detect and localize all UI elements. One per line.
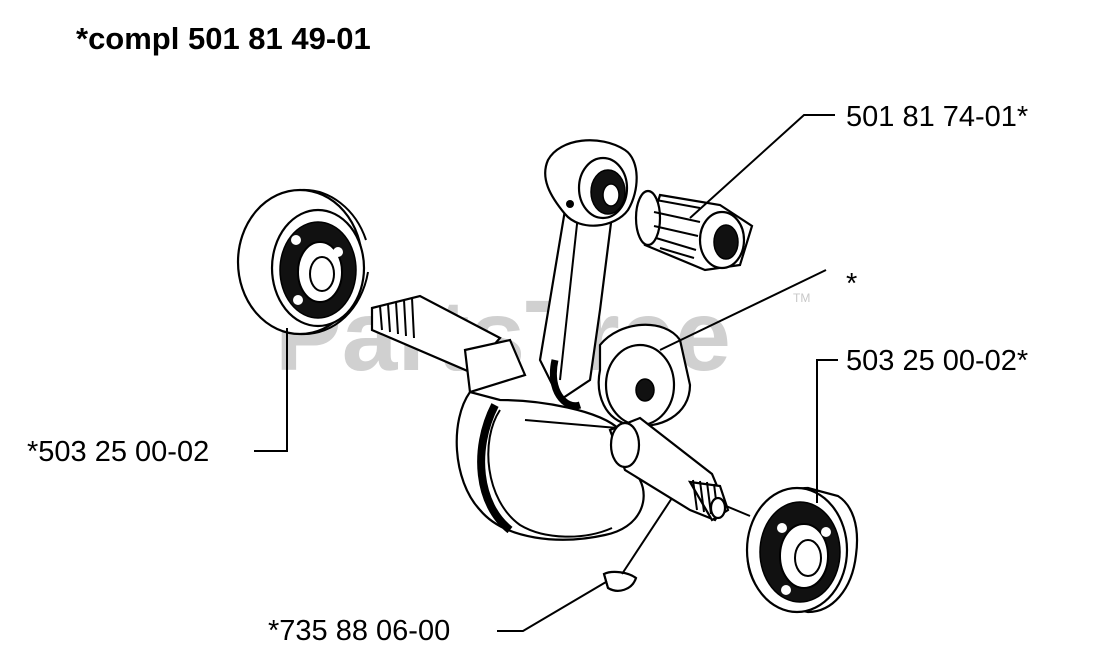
- crankshaft-web: [455, 390, 645, 541]
- assembly-title: *compl 501 81 49-01: [76, 21, 371, 56]
- woodruff-key[interactable]: [602, 570, 638, 592]
- crankshaft-left-shaft: [370, 294, 527, 394]
- label-ball-bearing-right: 503 25 00-02*: [846, 345, 1028, 377]
- label-needle-bearing: 501 81 74-01*: [846, 101, 1028, 133]
- ball-bearing-right[interactable]: [745, 486, 859, 614]
- crank-pin: [597, 323, 692, 428]
- label-ball-bearing-left: *503 25 00-02: [27, 436, 209, 468]
- leader-lines: [254, 114, 838, 632]
- label-woodruff-key: *735 88 06-00: [268, 615, 450, 647]
- needle-bearing[interactable]: [634, 189, 754, 272]
- connecting-rod[interactable]: [538, 139, 638, 410]
- watermark-trademark: TM: [793, 291, 810, 305]
- ball-bearing-left[interactable]: [236, 188, 369, 336]
- crankshaft-right-shaft: [608, 416, 730, 522]
- label-asterisk: *: [846, 268, 857, 300]
